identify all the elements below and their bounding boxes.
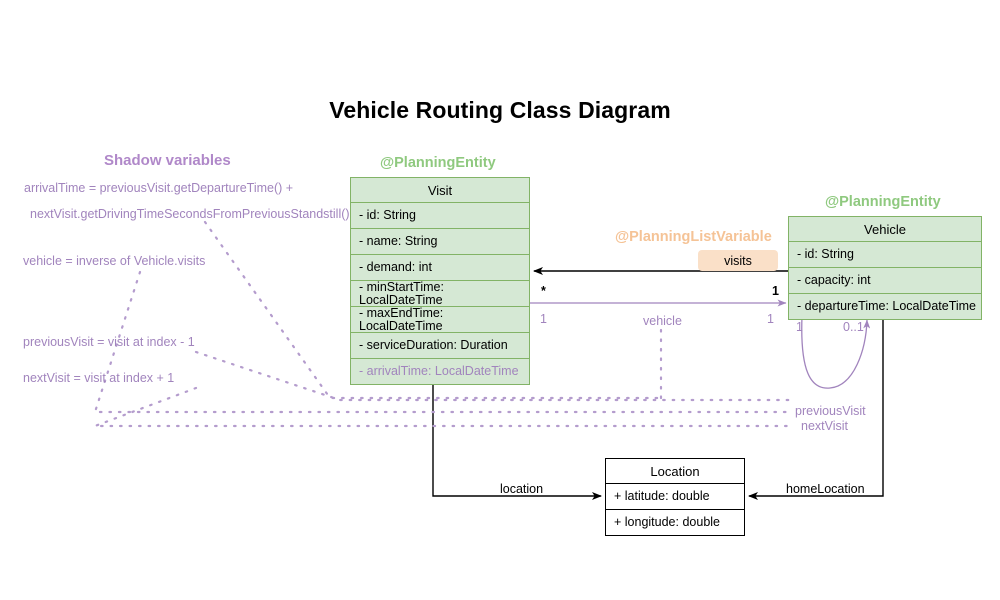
planning-list-variable-stereotype-label: @PlanningListVariable [615,229,772,245]
shadow-note-vehicle: vehicle = inverse of Vehicle.visits [23,254,206,268]
attribute-row: - id: String [788,242,982,268]
multiplicity-visits-source: * [541,284,546,298]
attribute-row: - serviceDuration: Duration [350,333,530,359]
multiplicity-visits-target: 1 [772,284,779,298]
attribute-row: - capacity: int [788,268,982,294]
attribute-row: - minStartTime: LocalDateTime [350,281,530,307]
shadow-note-previous-visit: previousVisit = visit at index - 1 [23,335,195,349]
role-label-location: location [500,482,544,496]
class-name-vehicle: Vehicle [788,216,982,242]
shadow-note-next-visit: nextVisit = visit at index + 1 [23,371,175,385]
relation-home-location-line [748,300,884,500]
class-box-location[interactable]: Location + latitude: double + longitude:… [605,458,745,536]
attribute-row: - departureTime: LocalDateTime [788,294,982,320]
role-label-home-location: homeLocation [786,482,865,496]
attribute-row-shadow: - arrivalTime: LocalDateTime [350,359,530,385]
multiplicity-vehicle-source: 1 [540,312,547,326]
page-title: Vehicle Routing Class Diagram [329,97,671,123]
class-name-visit: Visit [350,177,530,203]
role-label-previous-visit: previousVisit [795,404,866,418]
attribute-row: + longitude: double [605,510,745,536]
class-name-location: Location [605,458,745,484]
shadow-connector-lines [93,220,792,428]
multiplicity-previous-next-source: 1 [796,320,803,334]
class-box-vehicle[interactable]: Vehicle - id: String - capacity: int - d… [788,216,982,320]
relation-location-line [432,384,602,500]
relation-previous-next-loop [801,315,871,389]
attribute-row: - id: String [350,203,530,229]
attribute-row: - name: String [350,229,530,255]
vehicle-stereotype-label: @PlanningEntity [825,194,941,210]
multiplicity-previous-next-target: 0..1 [843,320,864,334]
attribute-row: + latitude: double [605,484,745,510]
shadow-variables-title: Shadow variables [104,152,231,169]
shadow-note-arrival-time-1: arrivalTime = previousVisit.getDeparture… [24,181,294,195]
multiplicity-vehicle-target: 1 [767,312,774,326]
shadow-note-arrival-time-2: nextVisit.getDrivingTimeSecondsFromPrevi… [30,207,350,221]
class-box-visit[interactable]: Visit - id: String - name: String - dema… [350,177,530,385]
role-label-next-visit: nextVisit [801,419,849,433]
role-label-vehicle: vehicle [643,314,682,328]
attribute-row: - demand: int [350,255,530,281]
visits-relation-badge: visits [698,250,778,271]
visit-stereotype-label: @PlanningEntity [380,155,496,171]
attribute-row: - maxEndTime: LocalDateTime [350,307,530,333]
